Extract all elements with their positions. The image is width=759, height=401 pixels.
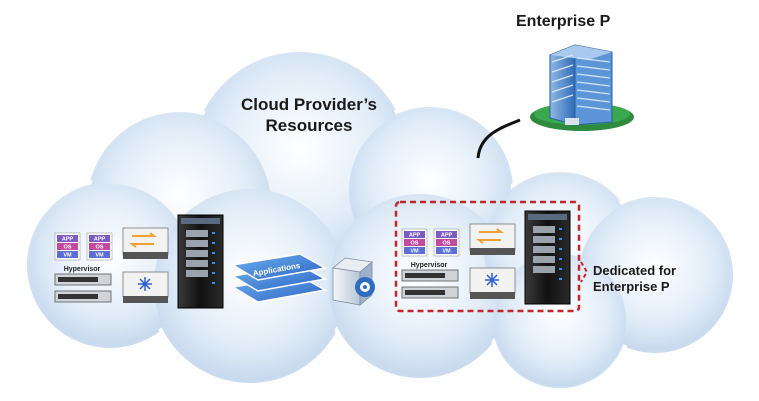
blade-server-icon <box>54 273 112 303</box>
network-switch-icon <box>469 223 516 255</box>
rack-server-icon <box>524 210 571 305</box>
vm-os-label: OS <box>443 241 451 247</box>
hypervisor-label: Hypervisor <box>64 266 101 273</box>
vm-app-label: APP <box>441 233 453 239</box>
vm-vm-label: VM <box>442 249 451 255</box>
dedicated-label-line2: Enterprise P <box>593 279 670 294</box>
vm-vm-label: VM <box>410 249 419 255</box>
rack-server-icon <box>177 214 224 309</box>
enterprise-title: Enterprise P <box>516 13 611 30</box>
network-switch-icon <box>122 227 169 259</box>
vm-vm-label: VM <box>63 253 72 259</box>
cloud-title: Cloud Provider’s Resources <box>224 94 394 136</box>
storage-disk-icon <box>332 257 375 306</box>
dedicated-label: Dedicated for Enterprise P <box>593 263 676 295</box>
cloud-title-line1: Cloud Provider’s <box>240 95 378 114</box>
blade-server-icon <box>401 269 459 299</box>
dedicated-label-line1: Dedicated for <box>593 263 677 278</box>
vm-stack-icon: APP OS VM <box>54 232 81 261</box>
cloud-title-line2: Resources <box>265 116 353 135</box>
left-equipment: APP OS VM APP OS VM Hypervisor <box>54 214 224 309</box>
vm-vm-label: VM <box>95 253 104 259</box>
vm-os-label: OS <box>411 241 419 247</box>
san-switch-icon <box>122 271 169 303</box>
connection-line <box>476 118 521 159</box>
vm-stack-icon: APP OS VM <box>433 228 460 257</box>
dedicated-bracket <box>580 261 589 283</box>
vm-stack-icon: APP OS VM <box>401 228 428 257</box>
hypervisor-label: Hypervisor <box>411 262 448 269</box>
dedicated-boundary <box>394 200 581 313</box>
vm-app-label: APP <box>94 237 106 243</box>
vm-app-label: APP <box>409 233 421 239</box>
vm-os-label: OS <box>96 245 104 251</box>
building-icon <box>530 44 634 131</box>
vm-stack-icon: APP OS VM <box>86 232 113 261</box>
san-switch-icon <box>469 267 516 299</box>
applications-stack-icon: Applications <box>230 253 328 303</box>
vm-os-label: OS <box>64 245 72 251</box>
right-equipment: APP OS VM APP OS VM Hypervisor <box>401 210 571 305</box>
vm-app-label: APP <box>62 237 74 243</box>
